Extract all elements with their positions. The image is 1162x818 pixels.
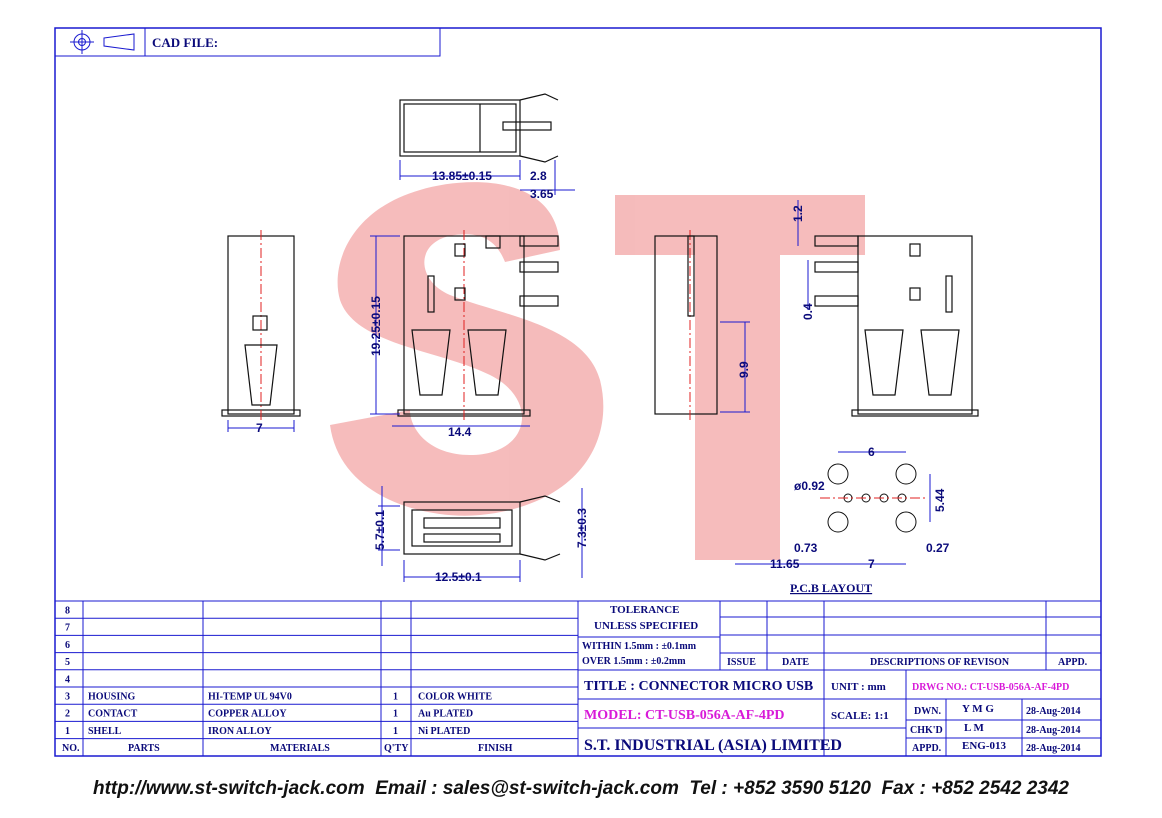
dim-pin-height: 9.9 [737,361,751,378]
dim-pcb-height: 5.44 [933,488,947,512]
tolerance-within: WITHIN 1.5mm : ±0.1mm [582,641,697,652]
cad-file-label: CAD FILE: [152,35,218,50]
tolerance-over: OVER 1.5mm : ±0.2mm [582,656,686,667]
dim-pcb-offset: 11.65 [770,557,800,571]
bom-row-finish: Au PLATED [418,709,473,720]
tolerance-subtitle: UNLESS SPECIFIED [594,620,698,632]
top-view: 13.85±0.15 2.8 3.65 [399,93,575,201]
dwn-label: DWN. [914,706,941,717]
dim-pcb-dia: ø0.92 [794,479,825,493]
dim-pcb-span: 7 [868,557,875,571]
dim-height: 19.25±0.15 [369,296,383,356]
bom-header-no: NO. [62,743,80,754]
chkd-label: CHK'D [910,725,943,736]
model-number: MODEL: CT-USB-056A-AF-4PD [584,708,785,723]
bom-row-part: SHELL [88,726,122,737]
bom-row-finish: Ni PLATED [418,726,470,737]
bom-row-finish: COLOR WHITE [418,692,492,703]
title-block: TITLE : CONNECTOR MICRO USB MODEL: CT-US… [577,669,1102,757]
rev-date-header: DATE [782,657,809,668]
dim-top-tab2: 3.65 [530,187,554,201]
chkd-value: L M [964,722,984,734]
projection-symbol-icon [70,30,135,54]
bom-row-part: HOUSING [88,692,135,703]
dim-pcb-left: 0.73 [794,541,818,555]
bom-row-qty: 1 [393,692,398,703]
bom-row-no: 4 [65,674,70,685]
bom-row-no: 1 [65,726,70,737]
bom-row-no: 3 [65,692,70,703]
bom-header-finish: FINISH [478,743,513,754]
appd-value: ENG-013 [962,740,1007,752]
dim-pin-gap-mid: 0.4 [801,303,815,320]
pin-side-view: 9.9 [654,230,751,420]
dim-bottom-height: 5.7±0.1 [373,510,387,550]
bom-row-qty: 1 [393,709,398,720]
dim-bottom-width: 12.5±0.1 [435,570,482,584]
dwn-date: 28-Aug-2014 [1026,706,1080,717]
tolerance-title: TOLERANCE [610,604,679,616]
rear-view: 1.2 0.4 [791,200,979,417]
dim-bottom-height2: 7.3±0.3 [575,508,589,548]
side-view: 7 [221,230,301,435]
appd-label: APPD. [912,743,942,754]
dim-pcb-width: 6 [868,445,875,459]
bom-row-no: 7 [65,623,70,634]
drawing-title: TITLE : CONNECTOR MICRO USB [584,679,813,694]
bottom-view: 5.7±0.1 7.3±0.3 12.5±0.1 [373,486,589,584]
dim-top-tab: 2.8 [530,169,547,183]
bom-row-no: 5 [65,657,70,668]
scale-label: SCALE: 1:1 [831,710,889,722]
bom-row-no: 6 [65,640,70,651]
bom-row-no: 8 [65,606,70,617]
contact-footer: http://www.st-switch-jack.com Email : sa… [92,778,1069,799]
bom-row-material: COPPER ALLOY [208,709,287,720]
pcb-layout-label: P.C.B LAYOUT [790,581,872,595]
chkd-date: 28-Aug-2014 [1026,725,1080,736]
rev-appd-header: APPD. [1058,657,1088,668]
dwn-value: Y M G [962,703,994,715]
unit-label: UNIT : mm [831,681,886,693]
dim-pin-gap-top: 1.2 [791,205,805,222]
dim-top-width: 13.85±0.15 [432,169,492,183]
front-view: 19.25±0.15 14.4 [369,230,559,439]
watermark-logo [330,182,865,560]
rev-issue-header: ISSUE [727,657,756,668]
rev-desc-header: DESCRIPTIONS OF REVISON [870,657,1010,668]
bom-header-qty: Q'TY [384,743,409,754]
bom-row-material: IRON ALLOY [208,726,272,737]
bom-row-no: 2 [65,709,70,720]
revision-table: TOLERANCE UNLESS SPECIFIED WITHIN 1.5mm … [577,600,1102,671]
bom-row-part: CONTACT [88,709,138,720]
bom-table: 8 7 6 5 4 3 HOUSING HI-TEMP UL 94V0 1 COLOR WHITE… [54,600,579,757]
dim-front-width: 14.4 [448,425,472,439]
bom-header-parts: PARTS [128,743,160,754]
dim-pcb-right: 0.27 [926,541,950,555]
company-name: S.T. INDUSTRIAL (ASIA) LIMITED [584,737,842,754]
bom-header-materials: MATERIALS [270,743,330,754]
pcb-layout: 6 ø0.92 5.44 0.73 0.27 11.65 7 P.C.B LAY… [735,445,950,595]
dim-side-width: 7 [256,421,263,435]
bom-row-qty: 1 [393,726,398,737]
bom-row-material: HI-TEMP UL 94V0 [208,692,292,703]
appd-date: 28-Aug-2014 [1026,743,1080,754]
drawing-number: DRWG NO.: CT-USB-056A-AF-4PD [912,682,1069,693]
